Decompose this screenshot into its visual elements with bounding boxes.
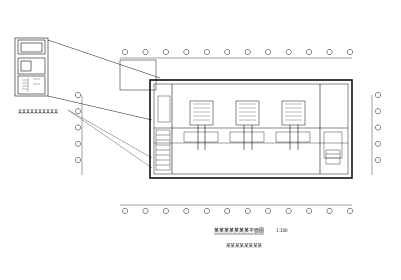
- axis-bubble: [203, 208, 210, 214]
- axis-bubble: [224, 49, 231, 55]
- axis-bubble: [347, 208, 353, 214]
- building-plan: [119, 59, 353, 179]
- axis-bubble: [306, 208, 312, 214]
- axis-bubble: [142, 49, 149, 55]
- axis-bubble: [183, 49, 190, 55]
- axis-bubble: [75, 108, 81, 115]
- axis-bubble: [347, 49, 353, 55]
- axis-bubble: [163, 49, 169, 55]
- axis-bubble: [163, 208, 169, 214]
- inset-detail: [14, 37, 49, 97]
- axis-bubble: [244, 208, 251, 214]
- axis-grid-bubbles: [75, 49, 381, 214]
- axis-bubble: [375, 124, 381, 131]
- axis-bubble: [75, 92, 81, 98]
- axis-bubble: [122, 49, 128, 55]
- drawing-title: 某某某某某某某平面图: [214, 228, 264, 234]
- axis-bubble: [375, 92, 381, 98]
- axis-bubble: [265, 49, 272, 55]
- axis-bubble: [306, 49, 312, 55]
- axis-bubble: [75, 124, 81, 131]
- right-service-room: [323, 131, 343, 165]
- drawing-note: 某某某某某某某某: [226, 243, 262, 249]
- axis-bubble: [122, 208, 128, 214]
- axis-bubble: [326, 49, 333, 55]
- drawing-scale: 1:100: [276, 228, 288, 233]
- stair-core: [155, 95, 171, 171]
- axis-bubble: [203, 49, 210, 55]
- detail-callout: 某某某某某某某某某某: [18, 108, 58, 114]
- axis-bubble: [142, 208, 149, 214]
- axis-bubble: [375, 157, 381, 163]
- axis-bubble: [183, 208, 190, 214]
- axis-bubble: [244, 49, 251, 55]
- axis-bubble: [285, 49, 292, 55]
- dimension-lines: [81, 57, 373, 206]
- axis-bubble: [224, 208, 231, 214]
- inset-leader-lines: [47, 39, 161, 121]
- axis-bubble: [375, 140, 381, 147]
- axis-bubble: [285, 208, 292, 214]
- axis-bubble: [326, 208, 333, 214]
- axis-bubble: [265, 208, 272, 214]
- axis-bubble: [75, 140, 81, 147]
- equipment-units: [183, 100, 311, 150]
- axis-bubble: [75, 157, 81, 163]
- axis-bubble: [375, 108, 381, 115]
